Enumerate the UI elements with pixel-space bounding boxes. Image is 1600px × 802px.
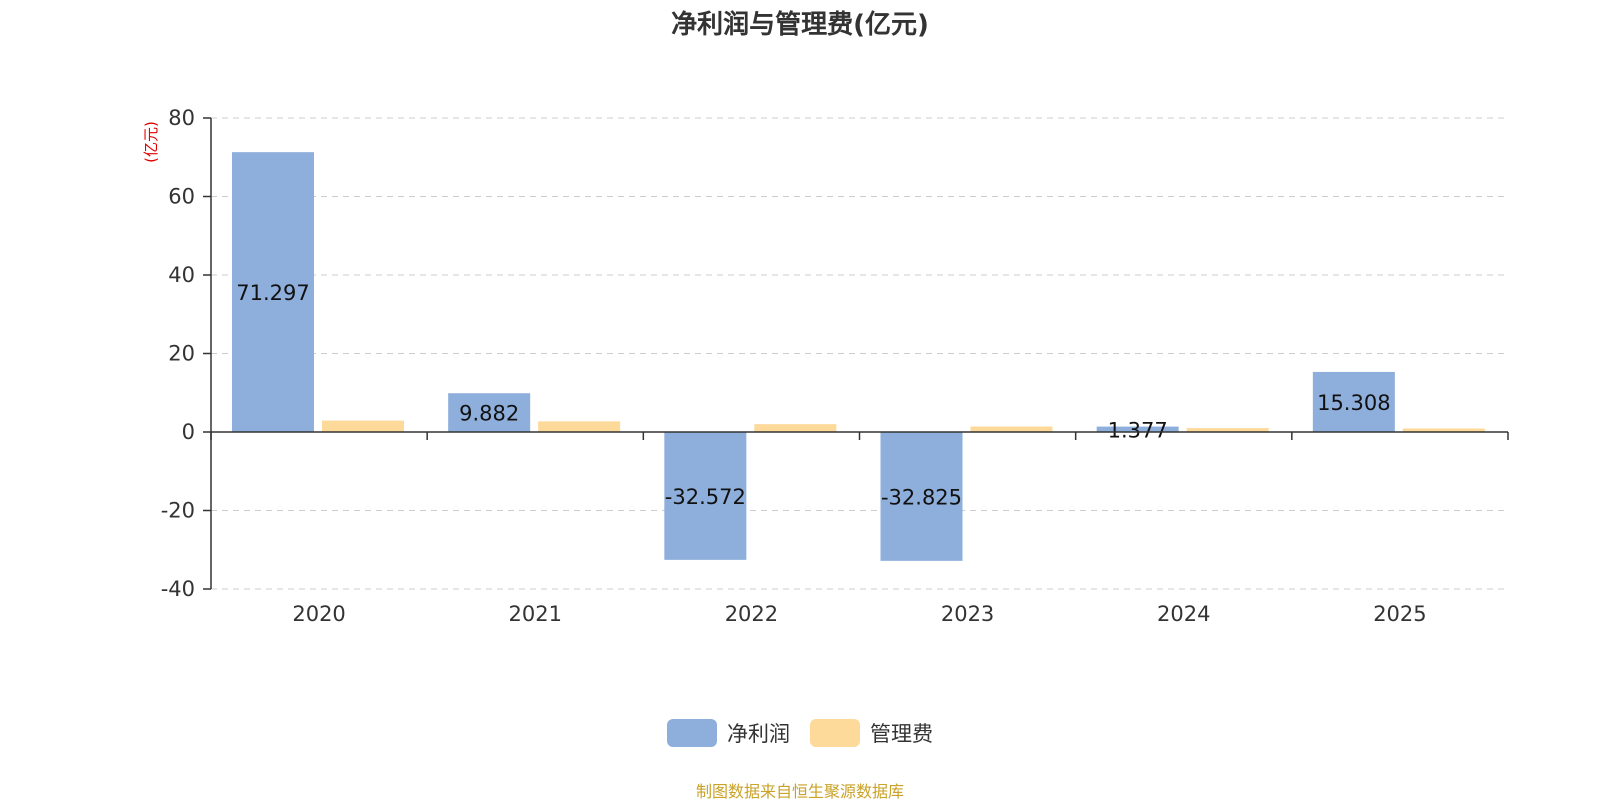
bar-net-profit-2022 <box>664 432 747 560</box>
x-tick-label-2: 2022 <box>725 602 778 626</box>
bar-label-net-profit-2024: 1.377 <box>1108 418 1168 442</box>
x-tick-label-1: 2021 <box>509 602 562 626</box>
chart-title: 净利润与管理费(亿元) <box>671 10 929 40</box>
bar-admin-fee-2023 <box>970 426 1053 432</box>
y-tick-label-4: 0 <box>182 420 195 444</box>
bar-net-profit-2020 <box>232 152 314 432</box>
y-axis-title: (亿元) <box>142 121 160 163</box>
legend-swatch-admin-fee <box>810 719 860 747</box>
legend-item-net-profit[interactable]: 净利润 <box>667 718 790 748</box>
legend-label-admin-fee: 管理费 <box>870 722 933 746</box>
y-tick-label-6: -40 <box>161 577 195 601</box>
bar-label-net-profit-2025: 15.308 <box>1317 391 1390 415</box>
bar-admin-fee-2022 <box>754 424 837 432</box>
legend-item-admin-fee[interactable]: 管理费 <box>810 718 933 748</box>
bar-admin-fee-2020 <box>322 420 404 432</box>
x-tick-label-0: 2020 <box>292 602 345 626</box>
legend-swatch-net-profit <box>667 719 717 747</box>
bar-admin-fee-2021 <box>538 421 621 432</box>
bar-admin-fee-2025 <box>1402 428 1485 432</box>
bar-net-profit-2023 <box>880 432 963 561</box>
legend: 净利润 管理费 <box>0 718 1600 748</box>
bar-net-profit-2025 <box>1312 371 1395 432</box>
y-tick-label-3: 20 <box>168 342 195 366</box>
bar-label-net-profit-2021: 9.882 <box>459 402 519 426</box>
x-tick-label-5: 2025 <box>1373 602 1426 626</box>
y-tick-label-2: 40 <box>168 263 195 287</box>
legend-label-net-profit: 净利润 <box>727 722 790 746</box>
bar-label-net-profit-2022: -32.572 <box>665 485 746 509</box>
bar-admin-fee-2024 <box>1186 428 1269 432</box>
bar-net-profit-2024 <box>1096 426 1179 432</box>
y-tick-label-5: -20 <box>161 499 195 523</box>
y-tick-label-1: 60 <box>168 185 195 209</box>
bar-net-profit-2021 <box>448 393 531 432</box>
x-tick-label-4: 2024 <box>1157 602 1210 626</box>
bar-label-net-profit-2023: -32.825 <box>881 485 962 509</box>
source-note: 制图数据来自恒生聚源数据库 <box>695 782 904 801</box>
x-tick-label-3: 2023 <box>941 602 994 626</box>
bar-label-net-profit-2020: 71.297 <box>236 281 309 305</box>
y-tick-label-0: 80 <box>168 106 195 130</box>
